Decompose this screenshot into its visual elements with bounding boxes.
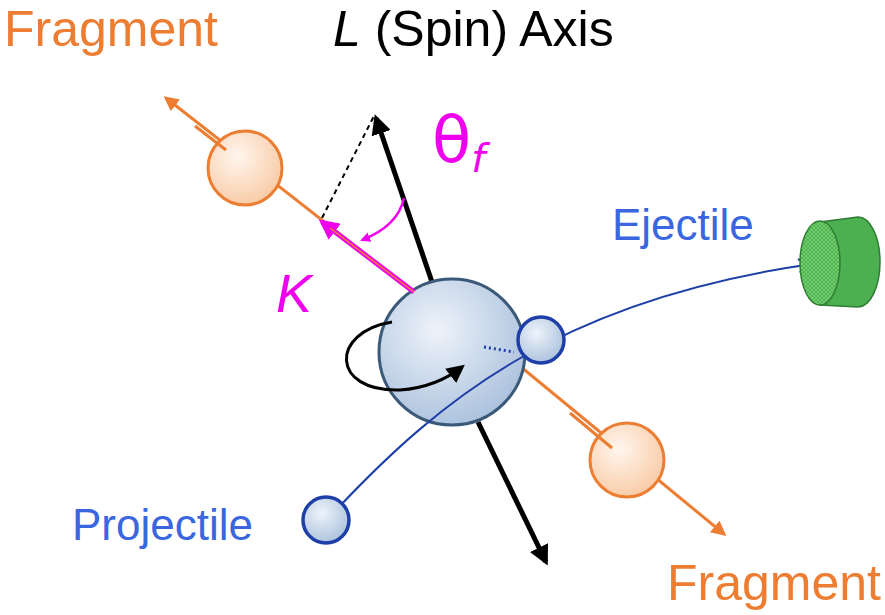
fragment-path [195,126,226,150]
k-vector [322,222,414,292]
trajectory [484,347,514,352]
vector-label: K [276,266,312,320]
ejectile-circle [518,317,564,363]
angle-arc [362,198,404,240]
fragment-path [166,98,414,292]
trajectory [338,264,812,508]
angle-label: θf [432,108,485,179]
fragment-circle [590,423,664,497]
fragment-circle [208,131,282,205]
fragment-label: Fragment [4,4,218,54]
fragment-path [330,228,414,292]
fragment-path [570,413,612,448]
spin-axis [478,422,546,562]
detector [800,217,880,307]
rotation-arrow [346,322,462,390]
projectile-label: Projectile [72,503,253,547]
projection-line [322,116,374,218]
axis-label: L (Spin) Axis [333,4,614,54]
fragment-label: Fragment [667,558,881,608]
ejectile-label: Ejectile [612,203,754,247]
fragment-path [515,362,724,534]
projectile-circle [303,497,349,543]
